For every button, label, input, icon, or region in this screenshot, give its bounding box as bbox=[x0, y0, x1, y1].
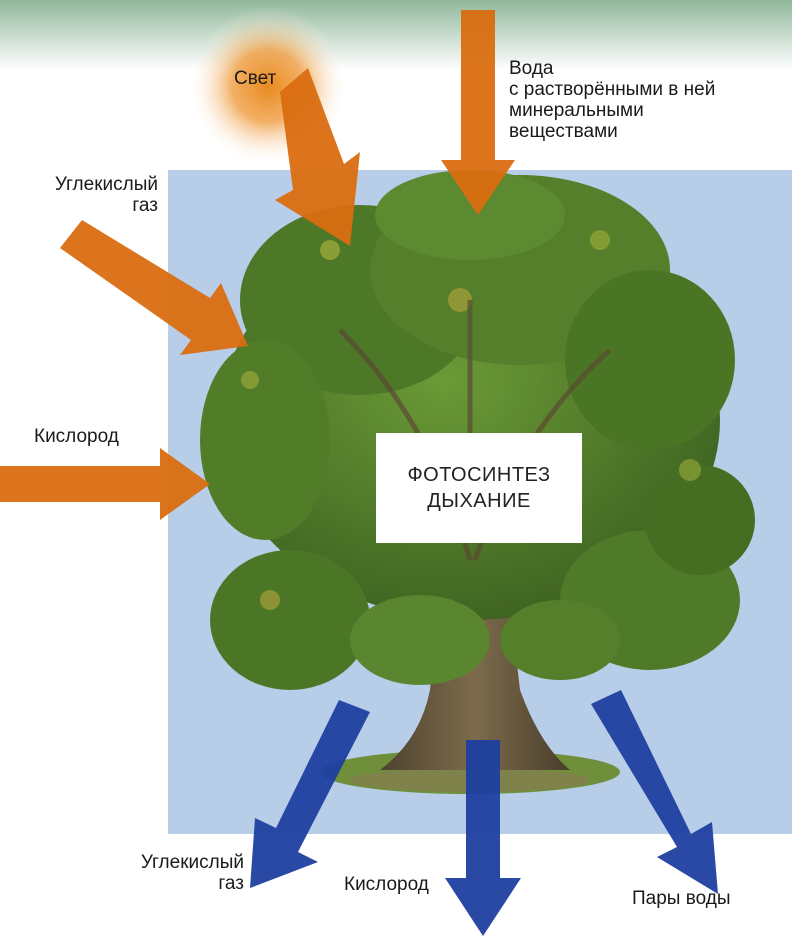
label-input-co2-line1: Углекислый bbox=[54, 174, 158, 195]
label-light: Свет bbox=[234, 68, 277, 89]
label-output-oxygen: Кислород bbox=[344, 874, 429, 895]
label-output-co2-line1: Углекислый bbox=[140, 852, 244, 873]
label-input-co2: Углекислый газ bbox=[34, 174, 158, 216]
process-box: ФОТОСИНТЕЗ ДЫХАНИЕ bbox=[376, 433, 582, 543]
label-water-line3: минеральными bbox=[509, 100, 644, 121]
input-arrow-co2 bbox=[60, 220, 248, 355]
label-output-vapor: Пары воды bbox=[632, 888, 731, 909]
output-arrow-vapor bbox=[591, 690, 718, 894]
label-output-co2-line2: газ bbox=[218, 873, 244, 894]
label-input-oxygen: Кислород bbox=[34, 426, 119, 447]
label-output-co2: Углекислый газ bbox=[122, 852, 244, 894]
process-respiration: ДЫХАНИЕ bbox=[427, 490, 531, 512]
top-haze bbox=[0, 0, 792, 70]
output-arrow-co2 bbox=[250, 700, 370, 888]
input-arrow-water bbox=[441, 10, 515, 215]
output-arrow-oxygen bbox=[445, 740, 521, 936]
oak-tree-icon bbox=[200, 170, 755, 690]
input-arrow-oxygen bbox=[0, 448, 210, 520]
label-water-line1: Вода bbox=[509, 58, 554, 79]
label-water: Вода с растворёнными в ней минеральными … bbox=[509, 58, 715, 142]
process-photosynthesis: ФОТОСИНТЕЗ bbox=[407, 464, 551, 486]
label-input-co2-line2: газ bbox=[132, 195, 158, 216]
label-water-line4: веществами bbox=[509, 121, 618, 142]
input-arrow-light bbox=[275, 68, 360, 246]
label-water-line2: с растворёнными в ней bbox=[509, 79, 716, 100]
